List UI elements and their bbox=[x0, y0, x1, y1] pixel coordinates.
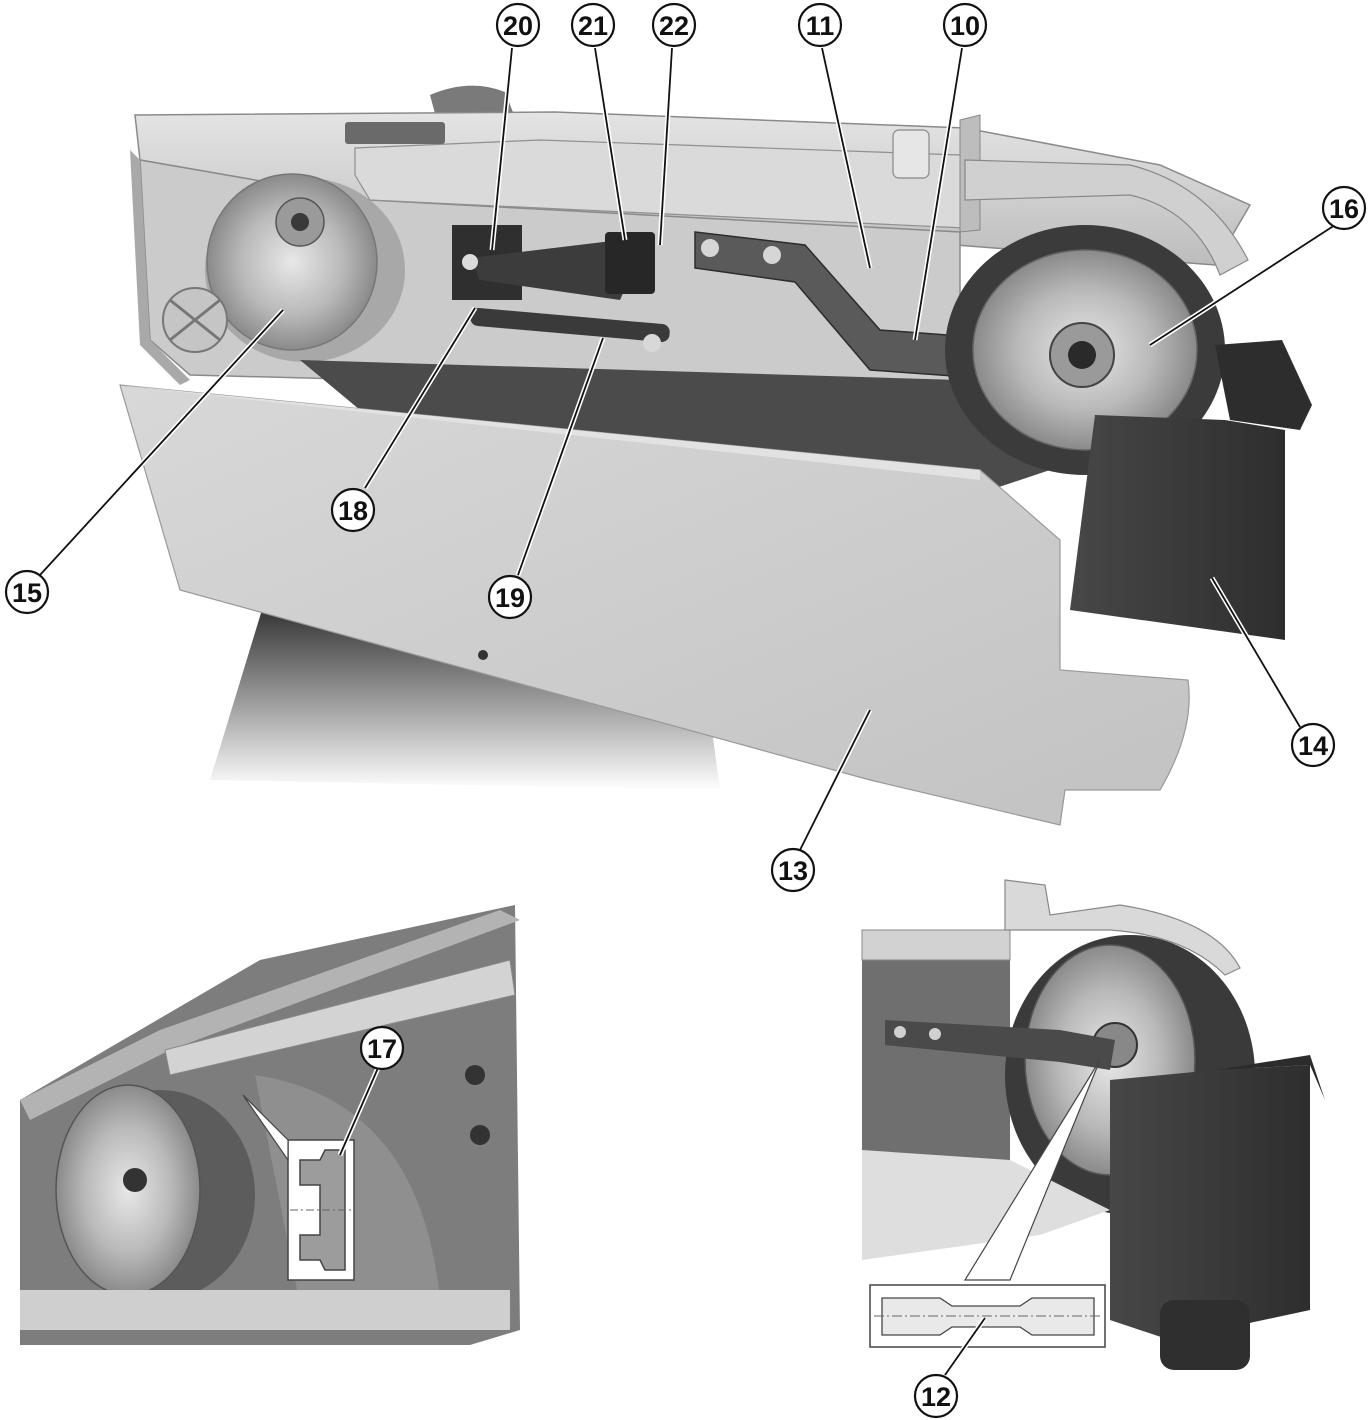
top-latch bbox=[345, 122, 445, 144]
knob bbox=[892, 129, 930, 179]
leader-20 bbox=[489, 47, 515, 251]
contact-wheel-bore bbox=[1068, 341, 1096, 369]
callout-label-17: 17 bbox=[367, 1034, 397, 1064]
leader-18 bbox=[362, 306, 478, 490]
housing-left-side bbox=[130, 150, 190, 385]
table-front-edge bbox=[120, 385, 980, 480]
main-machine-view bbox=[119, 85, 1312, 826]
table-hole bbox=[478, 650, 488, 660]
callout-22: 22 bbox=[651, 2, 697, 48]
callout-label-19: 19 bbox=[495, 583, 525, 613]
callout-label-14: 14 bbox=[1298, 731, 1328, 761]
tension-lever bbox=[470, 240, 640, 300]
leader-22 bbox=[657, 47, 675, 246]
detail-bolt-b bbox=[470, 1125, 490, 1145]
dust-box bbox=[1070, 415, 1285, 640]
callout-19: 19 bbox=[487, 574, 533, 620]
callout-17: 17 bbox=[359, 1025, 405, 1071]
wheel-top-guard bbox=[964, 159, 1249, 276]
callout-label-12: 12 bbox=[921, 1382, 951, 1412]
callout-10: 10 bbox=[942, 2, 988, 48]
detail-dust-port bbox=[1160, 1300, 1250, 1370]
detail-table bbox=[862, 1150, 1110, 1260]
gas-spring-end bbox=[643, 334, 661, 352]
leader-17 bbox=[337, 1066, 381, 1157]
detail-left-cover bbox=[164, 959, 516, 1076]
tension-knob bbox=[605, 232, 655, 294]
detail-arm bbox=[885, 1020, 1115, 1070]
drive-pulley bbox=[206, 173, 378, 351]
leader-13 bbox=[797, 708, 873, 852]
callout-label-20: 20 bbox=[503, 11, 533, 41]
callout-14: 14 bbox=[1290, 722, 1336, 768]
leader-lines bbox=[38, 47, 1337, 1377]
detail-pulley bbox=[55, 1084, 201, 1296]
gas-spring bbox=[470, 307, 670, 343]
detail-right-guard bbox=[1004, 879, 1241, 976]
detail-pulley-bore bbox=[123, 1168, 147, 1192]
bracket-bolt bbox=[462, 254, 478, 270]
leader-10 bbox=[912, 47, 965, 341]
leader-19 bbox=[515, 337, 606, 576]
arm-bolt-2 bbox=[763, 246, 781, 264]
work-table bbox=[119, 384, 1190, 826]
detail-left-top-rail bbox=[20, 910, 520, 1120]
callout-12: 12 bbox=[913, 1373, 959, 1419]
callout-11: 11 bbox=[797, 2, 843, 48]
callout-label-11: 11 bbox=[806, 11, 835, 41]
detail-arm-bolt-2 bbox=[929, 1028, 941, 1040]
detail-arm-bolt-1 bbox=[894, 1026, 906, 1038]
detail-right-top bbox=[861, 929, 1011, 961]
callout-label-13: 13 bbox=[778, 856, 808, 886]
leader-15 bbox=[38, 308, 285, 577]
detail-left-view bbox=[20, 905, 520, 1345]
callout-15: 15 bbox=[4, 569, 50, 615]
detail-dust-box bbox=[1110, 1065, 1310, 1340]
callout-20: 20 bbox=[495, 2, 541, 48]
leader-12 bbox=[942, 1316, 988, 1377]
detail-bolt-a bbox=[465, 1065, 485, 1085]
inset-pointer bbox=[242, 1094, 289, 1162]
callout-label-18: 18 bbox=[338, 496, 368, 526]
leader-11 bbox=[819, 47, 873, 269]
callout-label-21: 21 bbox=[578, 11, 608, 41]
leader-21 bbox=[592, 47, 628, 241]
callout-18: 18 bbox=[330, 487, 376, 533]
callout-label-15: 15 bbox=[12, 578, 42, 608]
detail-right-housing bbox=[862, 935, 1010, 1200]
callout-16: 16 bbox=[1321, 185, 1367, 231]
sanding-belt bbox=[300, 360, 1050, 490]
callout-markers: 20 21 22 11 10 16 15 18 19 14 13 17 12 bbox=[4, 2, 1367, 1419]
callout-label-16: 16 bbox=[1329, 194, 1359, 224]
drive-pulley-bore bbox=[291, 213, 309, 231]
detail-dust-box-lid bbox=[1215, 1055, 1325, 1100]
detail-table-strip bbox=[20, 1290, 510, 1330]
fan-grille-bars bbox=[169, 298, 221, 342]
leader-14 bbox=[1209, 576, 1303, 729]
callout-21: 21 bbox=[570, 2, 616, 48]
inset-pointer-right bbox=[963, 1059, 1101, 1281]
callout-label-22: 22 bbox=[659, 11, 689, 41]
callout-13: 13 bbox=[770, 847, 816, 893]
arm-bolt-1 bbox=[701, 239, 719, 257]
detail-right-view bbox=[861, 879, 1325, 1380]
callout-label-10: 10 bbox=[950, 11, 980, 41]
leader-16 bbox=[1148, 222, 1337, 348]
dust-box-lid bbox=[1215, 340, 1312, 430]
